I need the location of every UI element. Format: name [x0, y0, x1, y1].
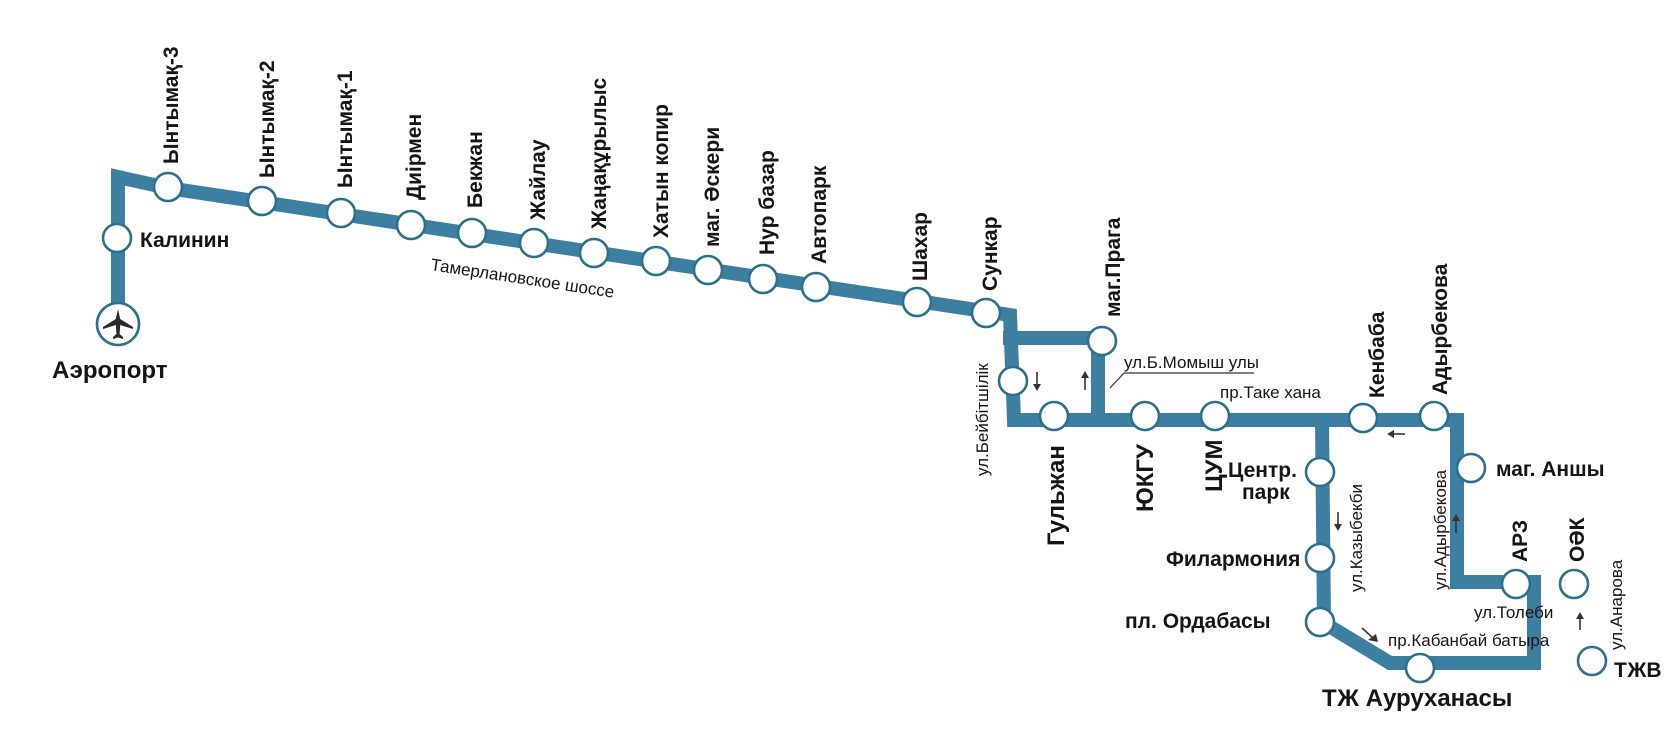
street-label-beibitshilik: ул.Бейбітшілік [973, 363, 992, 476]
stop-label-tsentr-park: Центр. [1228, 459, 1297, 482]
direction-arrow-up-icon [1081, 371, 1089, 390]
stop-label-zhailau: Жайлау [527, 139, 550, 221]
street-label-kazybekbi: ул.Казыбекби [1347, 484, 1366, 592]
stop-arz[interactable] [1500, 568, 1532, 600]
stop-label-mag-anshy: маг. Аншы [1496, 458, 1605, 481]
stop-label-bekzhan: Бекжан [464, 131, 487, 208]
stop-mag-anshy[interactable] [1455, 452, 1487, 484]
stop-label-yukgu: ЮКГУ [1132, 443, 1159, 512]
stop-gulzhan[interactable] [1038, 400, 1070, 432]
stop-label-mag-praga: маг.Прага [1102, 217, 1125, 317]
stop-label-kalinin: Калинин [140, 229, 229, 252]
stop-baitiq[interactable] [997, 365, 1029, 397]
stop-yntymak-1[interactable] [325, 197, 357, 229]
stop-tzhv[interactable] [1576, 645, 1608, 677]
stop-mag-praga[interactable] [1086, 325, 1118, 357]
stop-label-tsentr-park-2: парк [1242, 481, 1290, 504]
stop-yntymak-2[interactable] [246, 185, 278, 217]
direction-arrow-left-icon [1387, 430, 1405, 438]
stop-label-yntymak-1: Ынтымақ-1 [334, 70, 357, 188]
street-label-adyrbekova: ул.Адырбекова [1431, 469, 1450, 590]
stop-label-ordabasy: пл. Ордабасы [1125, 610, 1271, 633]
direction-arrow-down-icon [1033, 372, 1041, 391]
stop-ordabasy[interactable] [1304, 606, 1336, 638]
stop-label-filarmoniya: Филармония [1166, 548, 1300, 571]
stop-label-tsum: ЦУМ [1201, 440, 1228, 492]
stop-tzh-aurukhanasy[interactable] [1404, 652, 1436, 684]
stop-shakhar[interactable] [901, 286, 933, 318]
stop-adyrbekova[interactable] [1418, 400, 1450, 432]
street-label-tolebi: ул.Толеби [1474, 603, 1553, 622]
stop-khatyn-kopir[interactable] [640, 245, 672, 277]
stop-sunkar[interactable] [970, 297, 1002, 329]
stop-zhanakurylys[interactable] [578, 237, 610, 269]
stop-label-avtopark: Автопарк [808, 165, 831, 264]
direction-arrow-up-icon [1576, 612, 1584, 630]
airport-label: Аэропорт [52, 357, 168, 384]
stop-avtopark[interactable] [800, 271, 832, 303]
airplane-icon [103, 309, 133, 339]
stop-diirmen[interactable] [395, 209, 427, 241]
stop-label-nur-bazar: Нур базар [756, 150, 779, 255]
stop-yukgu[interactable] [1129, 400, 1161, 432]
stop-kenbaba[interactable] [1347, 402, 1379, 434]
stop-kalinin[interactable] [101, 222, 133, 254]
stop-label-yntymak-3: Ынтымақ-3 [160, 46, 183, 164]
stop-tsum[interactable] [1199, 400, 1231, 432]
momysh-pointer [1109, 372, 1125, 389]
stop-label-mag-askeri: маг. Әскери [701, 127, 724, 247]
stop-label-gulzhan: Гульжан [1043, 445, 1070, 546]
stop-label-oek: ОӘК [1566, 517, 1589, 562]
stop-label-yntymak-2: Ынтымақ-2 [256, 60, 279, 178]
stop-bekzhan[interactable] [456, 217, 488, 249]
stop-label-tzh-aurukhanasy: ТЖ Ауруханасы [1322, 685, 1512, 712]
stop-nur-bazar[interactable] [747, 263, 779, 295]
stop-label-zhanakurylys: Жаңақұрылыс [588, 77, 611, 230]
stop-oek[interactable] [1558, 568, 1590, 600]
stop-label-tzhv: ТЖВ [1614, 659, 1662, 682]
airport-marker[interactable] [95, 301, 141, 347]
direction-arrow-up-icon [1452, 514, 1460, 533]
stop-mag-askeri[interactable] [692, 254, 724, 286]
stop-yntymak-3[interactable] [152, 171, 184, 203]
direction-arrow-down-icon [1334, 512, 1342, 531]
street-label-take-khana: пр.Таке хана [1220, 383, 1321, 402]
street-label-anarova: ул.Анарова [1607, 559, 1626, 650]
stop-label-sunkar: Сункар [979, 216, 1002, 291]
stop-label-arz: АРЗ [1509, 520, 1532, 562]
direction-arrow-diagonal-icon [1361, 627, 1378, 642]
stop-filarmoniya[interactable] [1304, 542, 1336, 574]
stop-label-shakhar: Шахар [909, 212, 932, 281]
stop-zhailau[interactable] [518, 227, 550, 259]
stop-label-adyrbekova: Адырбекова [1429, 263, 1452, 395]
stop-label-khatyn-kopir: Хатын копир [650, 104, 673, 238]
street-label-kabanbai: пр.Кабанбай батыра [1388, 631, 1550, 650]
stop-tsentr-park[interactable] [1304, 456, 1336, 488]
stop-label-kenbaba: Кенбаба [1366, 311, 1389, 398]
street-label-momysh-uly: ул.Б.Момыш улы [1124, 353, 1259, 372]
stop-label-diirmen: Диірмен [403, 114, 426, 200]
